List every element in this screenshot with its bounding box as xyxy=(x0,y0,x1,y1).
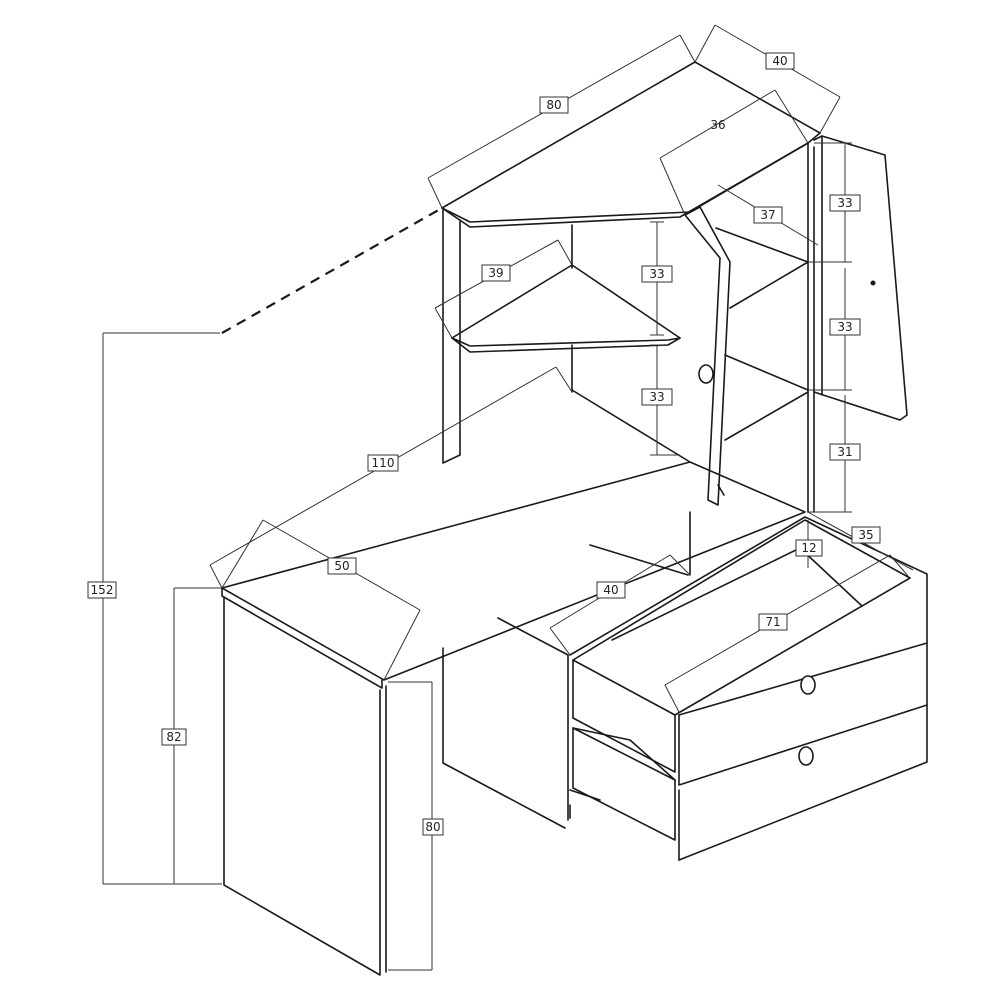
label-31-right: 31 xyxy=(829,443,861,461)
lower-drawer-front xyxy=(572,727,676,841)
desk-back-panel xyxy=(442,511,691,829)
hutch-top xyxy=(441,61,821,223)
upper-drawer-box xyxy=(572,519,911,716)
label-40-hutch: 40 xyxy=(765,52,795,70)
upper-drawer-front xyxy=(572,659,676,773)
furniture-outline xyxy=(221,61,928,976)
drawer-runners xyxy=(569,789,601,819)
lower-drawer-knob xyxy=(798,746,814,766)
label-80-hutch: 80 xyxy=(539,96,569,114)
hutch-right-panel xyxy=(807,142,815,513)
label-33-lower: 33 xyxy=(641,388,673,406)
label-50: 50 xyxy=(327,557,357,575)
svg-text:33: 33 xyxy=(649,267,664,281)
dim-line-35 xyxy=(807,511,914,571)
dim-line-36 xyxy=(659,89,809,216)
label-152: 152 xyxy=(87,581,117,599)
hutch-door-open xyxy=(684,206,731,506)
svg-text:40: 40 xyxy=(772,54,787,68)
label-12: 12 xyxy=(795,539,823,557)
door-hinge xyxy=(717,484,725,496)
drawer-unit-right xyxy=(678,642,928,861)
svg-text:33: 33 xyxy=(837,320,852,334)
door-knob xyxy=(698,364,714,384)
lower-drawer-box xyxy=(572,727,676,781)
hutch-top-edge xyxy=(441,142,809,228)
dim-line-152 xyxy=(102,332,222,885)
svg-text:82: 82 xyxy=(166,730,181,744)
dimension-labels: 152 82 80 110 50 40 80 40 xyxy=(87,52,881,836)
dim-line-80-hutch xyxy=(427,34,696,209)
dim-line-40-hutch xyxy=(694,24,841,134)
hutch-right-back xyxy=(715,227,809,263)
svg-text:31: 31 xyxy=(837,445,852,459)
hutch-door-right xyxy=(813,135,908,421)
door-right-knob xyxy=(870,280,876,286)
label-82: 82 xyxy=(161,728,187,746)
corner-shelf xyxy=(451,264,681,353)
svg-text:40: 40 xyxy=(603,583,618,597)
svg-text:71: 71 xyxy=(765,615,780,629)
svg-text:36: 36 xyxy=(710,118,725,132)
dim-line-50 xyxy=(221,519,421,681)
label-33-right-mid: 33 xyxy=(829,318,861,336)
desk-top xyxy=(221,461,806,681)
label-33-upper: 33 xyxy=(641,265,673,283)
dim-line-110 xyxy=(209,366,573,589)
svg-text:80: 80 xyxy=(546,98,561,112)
hutch-left-panel xyxy=(442,209,461,464)
desk-top-edge xyxy=(221,587,383,689)
label-40-inner: 40 xyxy=(596,581,626,599)
label-110: 110 xyxy=(367,454,399,472)
svg-text:33: 33 xyxy=(649,390,664,404)
svg-text:39: 39 xyxy=(488,266,503,280)
svg-text:50: 50 xyxy=(334,559,349,573)
label-39: 39 xyxy=(481,264,511,282)
label-80-leg: 80 xyxy=(422,818,444,836)
left-pedestal xyxy=(223,596,381,976)
svg-text:80: 80 xyxy=(425,820,440,834)
desk-inner-shelf xyxy=(589,544,689,576)
hutch-right-shelves xyxy=(724,261,809,441)
svg-text:33: 33 xyxy=(837,196,852,210)
svg-text:35: 35 xyxy=(858,528,873,542)
dim-line-39 xyxy=(434,239,573,339)
svg-text:152: 152 xyxy=(91,583,114,597)
hutch-back-lower xyxy=(571,389,691,463)
label-37: 37 xyxy=(753,206,783,224)
label-33-right-top: 33 xyxy=(829,194,861,212)
label-36: 36 xyxy=(710,118,725,132)
wall-dashed-line xyxy=(221,207,443,334)
upper-drawer-face xyxy=(678,704,928,786)
svg-text:12: 12 xyxy=(801,541,816,555)
svg-text:110: 110 xyxy=(372,456,395,470)
upper-drawer-knob xyxy=(800,675,816,695)
label-35: 35 xyxy=(851,526,881,544)
label-71: 71 xyxy=(758,613,788,631)
svg-text:37: 37 xyxy=(760,208,775,222)
drawer-unit-top xyxy=(569,516,928,716)
corner-shelf-edge xyxy=(451,337,681,347)
